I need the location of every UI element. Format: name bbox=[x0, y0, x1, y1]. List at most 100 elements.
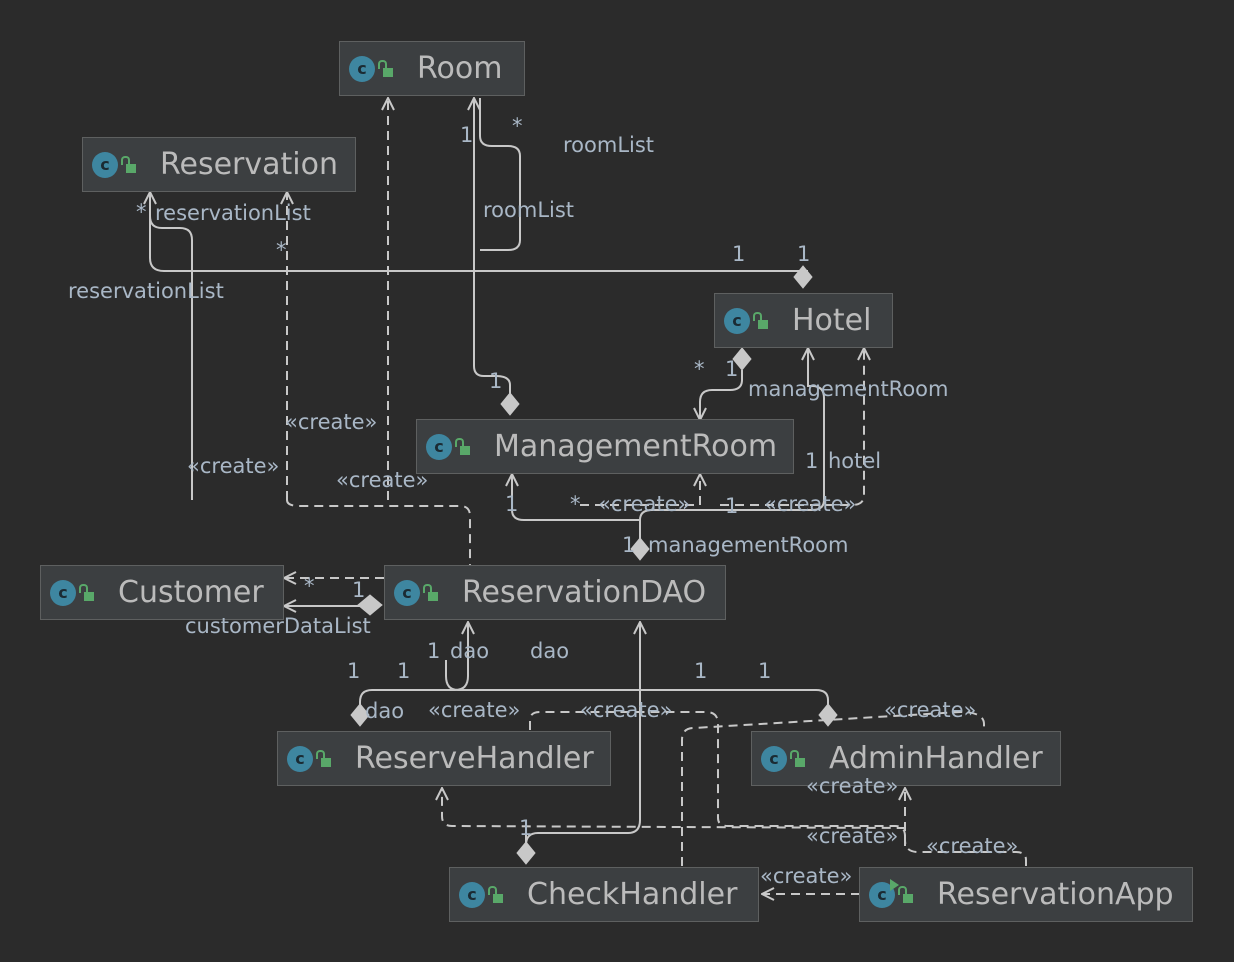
class-name: Reservation bbox=[160, 147, 338, 182]
composition-diamond-dao-top bbox=[630, 537, 650, 561]
public-lock-icon bbox=[455, 438, 470, 455]
stereotype-label: «create» bbox=[884, 698, 977, 722]
role-label: customerDataList bbox=[185, 614, 371, 638]
run-arrow-icon bbox=[890, 878, 899, 891]
class-icon-letter: c bbox=[467, 885, 477, 904]
class-customer[interactable]: c Customer bbox=[40, 565, 284, 620]
class-name: ReservationApp bbox=[937, 877, 1174, 912]
multiplicity-label: 1 bbox=[725, 357, 739, 381]
stereotype-label: «create» bbox=[187, 454, 280, 478]
composition-diamond-hotel bbox=[793, 265, 813, 289]
stereotype-label: «create» bbox=[760, 864, 853, 888]
role-label: roomList bbox=[563, 133, 655, 157]
edge-hotel-roomlist bbox=[479, 98, 521, 251]
composition-diamond-reserve bbox=[350, 703, 370, 727]
composition-diamond-admin bbox=[818, 703, 838, 727]
public-lock-icon bbox=[79, 584, 94, 601]
multiplicity-label: 1 bbox=[397, 659, 411, 683]
edge-hotel-mgmt bbox=[700, 370, 743, 420]
class-icon: c bbox=[394, 579, 420, 606]
class-icon: c bbox=[92, 151, 118, 178]
composition-diamond-mgmt-room bbox=[500, 392, 520, 416]
stereotype-label: «create» bbox=[806, 824, 899, 848]
multiplicity-label: 1 bbox=[732, 242, 746, 266]
multiplicity-label: * bbox=[276, 238, 287, 262]
class-name: CheckHandler bbox=[527, 877, 738, 912]
class-name: Hotel bbox=[792, 303, 872, 338]
public-lock-icon bbox=[753, 312, 768, 329]
stereotype-label: «create» bbox=[806, 774, 899, 798]
multiplicity-label: * bbox=[570, 492, 581, 516]
class-name: ReservationDAO bbox=[462, 575, 707, 610]
class-icon-letter: c bbox=[402, 583, 412, 602]
public-lock-icon bbox=[378, 60, 393, 77]
class-reserve-handler[interactable]: c ReserveHandler bbox=[277, 731, 611, 786]
role-label: managementRoom bbox=[648, 533, 849, 557]
multiplicity-label: 1 bbox=[427, 639, 441, 663]
public-lock-icon bbox=[423, 584, 438, 601]
class-management-room[interactable]: c ManagementRoom bbox=[416, 419, 794, 474]
class-reservation-app[interactable]: c ReservationApp bbox=[859, 867, 1193, 922]
edge-create-reserve bbox=[529, 711, 906, 846]
multiplicity-label: 1 bbox=[519, 816, 533, 840]
multiplicity-label: 1 bbox=[725, 494, 739, 518]
stereotype-label: «create» bbox=[598, 492, 691, 516]
composition-diamond-hotel-mgmt bbox=[732, 347, 752, 371]
class-name: AdminHandler bbox=[829, 741, 1043, 776]
edge-admin-dao bbox=[445, 660, 829, 705]
multiplicity-label: 1 bbox=[758, 659, 772, 683]
class-icon-letter: c bbox=[100, 155, 110, 174]
public-lock-icon bbox=[790, 750, 805, 767]
multiplicity-label: 1 bbox=[694, 659, 708, 683]
edge-dao-mgmt-create bbox=[580, 474, 700, 506]
edge-dao-hotel-create bbox=[720, 348, 864, 506]
class-admin-handler[interactable]: c AdminHandler bbox=[751, 731, 1061, 786]
edge-hotel-reservation bbox=[149, 192, 808, 272]
role-label: managementRoom bbox=[748, 377, 949, 401]
edge-check-dao bbox=[525, 622, 640, 846]
multiplicity-label: 1 bbox=[347, 659, 361, 683]
class-icon-letter: c bbox=[877, 885, 887, 904]
public-lock-icon bbox=[121, 156, 136, 173]
class-icon-letter: c bbox=[434, 437, 444, 456]
multiplicity-label: * bbox=[304, 574, 315, 598]
stereotype-label: «create» bbox=[580, 698, 673, 722]
stereotype-label: «create» bbox=[926, 834, 1019, 858]
class-icon: c bbox=[724, 307, 750, 334]
class-icon: c bbox=[459, 881, 485, 908]
class-icon-letter: c bbox=[295, 749, 305, 768]
multiplicity-label: 1 bbox=[622, 533, 636, 557]
class-check-handler[interactable]: c CheckHandler bbox=[449, 867, 759, 922]
composition-diamond-check bbox=[516, 841, 536, 865]
class-icon: c bbox=[349, 55, 375, 82]
public-lock-icon bbox=[898, 886, 913, 903]
class-room[interactable]: c Room bbox=[339, 41, 525, 96]
class-icon: c bbox=[287, 745, 313, 772]
edge-dao-hotel bbox=[639, 348, 825, 540]
multiplicity-label: * bbox=[694, 357, 705, 381]
multiplicity-label: 1 bbox=[352, 578, 366, 602]
class-icon-letter: c bbox=[357, 59, 367, 78]
stereotype-label: «create» bbox=[764, 492, 857, 516]
stereotype-label: «create» bbox=[428, 698, 521, 722]
class-reservation-dao[interactable]: c ReservationDAO bbox=[384, 565, 726, 620]
edge-mgmt-room bbox=[474, 98, 511, 400]
class-icon-letter: c bbox=[769, 749, 779, 768]
class-hotel[interactable]: c Hotel bbox=[714, 293, 893, 348]
class-icon: c bbox=[50, 579, 76, 606]
class-reservation[interactable]: c Reservation bbox=[82, 137, 356, 192]
class-icon-letter: c bbox=[58, 583, 68, 602]
class-icon: c bbox=[426, 433, 452, 460]
multiplicity-label: * bbox=[512, 114, 523, 138]
class-name: ReserveHandler bbox=[355, 741, 594, 776]
stereotype-label: «create» bbox=[336, 468, 429, 492]
multiplicity-label: 1 bbox=[489, 369, 503, 393]
runnable-class-icon: c bbox=[869, 878, 899, 908]
multiplicity-label: * bbox=[136, 200, 147, 224]
public-lock-icon bbox=[316, 750, 331, 767]
edge-reserve-dao bbox=[359, 622, 468, 705]
role-label: dao bbox=[365, 699, 405, 723]
edge-dao-reservation bbox=[150, 192, 193, 500]
class-name: Customer bbox=[118, 575, 264, 610]
role-label: hotel bbox=[828, 449, 882, 473]
